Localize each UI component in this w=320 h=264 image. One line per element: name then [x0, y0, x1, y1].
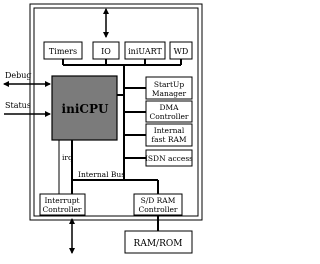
io-block: IO	[92, 41, 120, 60]
timers-block: Timers	[43, 41, 83, 60]
dma-label-1: DMA	[159, 103, 179, 112]
fast-ram-label-1: Internal	[154, 126, 185, 135]
startup-manager-block: StartUp Manager	[145, 76, 193, 100]
timers-label: Timers	[49, 47, 77, 56]
isdn-access-block: ISDN access	[145, 149, 193, 167]
io-label: IO	[101, 47, 111, 56]
uart-label: iniUART	[128, 47, 162, 56]
isdn-label: ISDN access	[145, 154, 193, 163]
diagram-canvas: Timers IO iniUART WD iniCPU StartUp Mana…	[3, 3, 203, 254]
cpu-label: iniCPU	[62, 102, 109, 116]
fast-ram-block: Internal fast RAM	[145, 123, 193, 147]
status-label: Status	[5, 101, 31, 110]
soc-block-diagram: Timers IO iniUART WD iniCPU StartUp Mana…	[3, 3, 203, 254]
sdram-label-2: Controller	[138, 205, 177, 214]
fast-ram-label-2: fast RAM	[151, 135, 187, 144]
internal-bus-label: Internal Bus	[78, 170, 125, 179]
uart-block: iniUART	[124, 41, 166, 60]
peripheral-bus-taps	[62, 59, 182, 65]
interrupt-label-1: Interrupt	[44, 196, 79, 205]
sdram-controller-block: S/D RAM Controller	[133, 193, 183, 216]
interrupt-label-2: Controller	[42, 205, 81, 214]
wd-block: WD	[169, 41, 193, 60]
ram-rom-block: RAM/ROM	[124, 230, 193, 254]
startup-label-1: StartUp	[154, 80, 185, 89]
chip-outer-frame	[29, 3, 203, 221]
interrupt-controller-block: Interrupt Controller	[39, 193, 86, 216]
wd-label: WD	[174, 47, 189, 56]
dma-label-2: Controller	[149, 112, 188, 121]
startup-label-2: Manager	[152, 89, 187, 98]
irq-label: irq	[62, 153, 73, 162]
cpu-block: iniCPU	[51, 75, 118, 141]
chip-inner-frame	[33, 7, 199, 217]
debug-label: Debug	[5, 71, 32, 80]
dma-controller-block: DMA Controller	[145, 100, 193, 123]
sdram-label-1: S/D RAM	[141, 196, 176, 205]
cpu-rect	[51, 75, 118, 141]
ram-rom-label: RAM/ROM	[134, 239, 183, 249]
